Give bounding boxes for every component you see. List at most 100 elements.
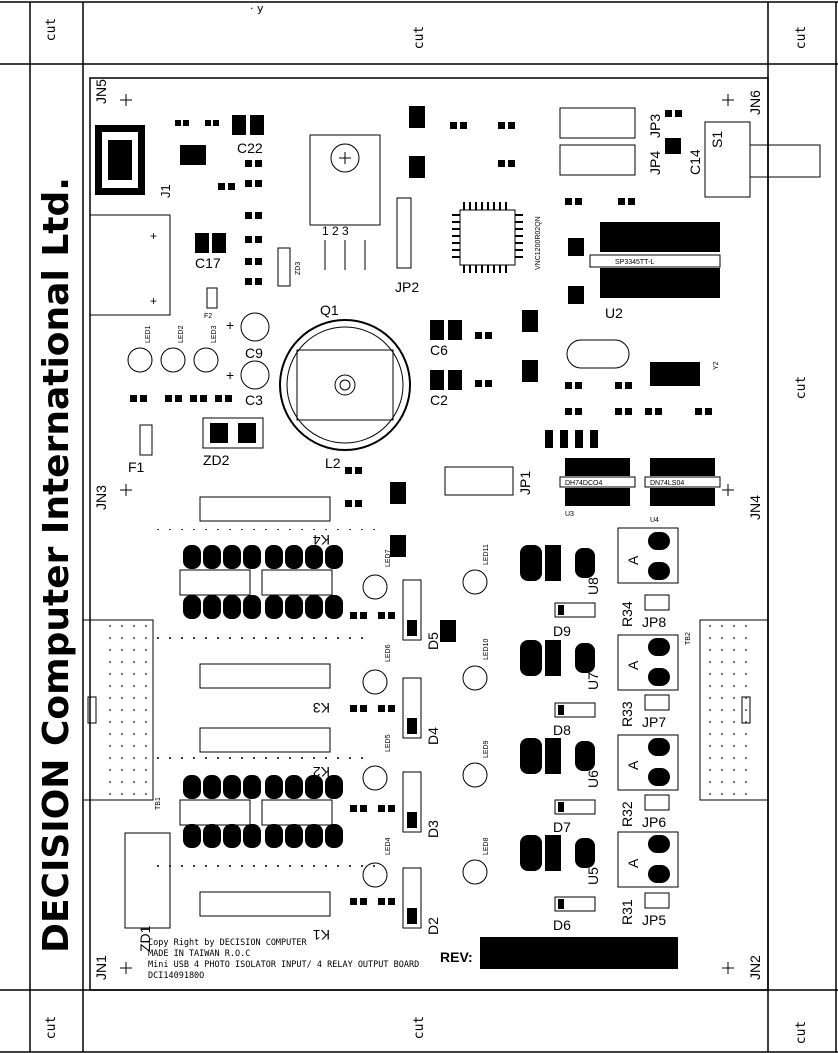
power-input-block [89,214,171,316]
label-s1: S1 [709,131,725,148]
label-a1: A [625,555,641,565]
label-jp4: JP4 [647,151,663,175]
label-led3: LED3 [211,325,218,343]
copyright-line-3: Mini USB 4 PHOTO ISOLATOR INPUT/ 4 RELAY… [148,960,419,970]
label-zd1: ZD1 [137,925,153,952]
label-j1: J1 [158,184,173,198]
relay-terminals [183,545,343,848]
label-l2: L2 [325,455,341,471]
label-r34: R34 [619,601,635,627]
label-k4: K4 [313,532,330,548]
label-u8: U8 [585,577,601,595]
label-a4: A [625,858,641,868]
label-c17: C17 [195,255,221,271]
small-pads [130,110,712,905]
label-u5: U5 [585,867,601,885]
label-u6: U6 [585,770,601,788]
company-banner: DECISION Computer International Ltd. [36,177,77,953]
label-c22: C22 [237,140,263,156]
label-r31: R31 [619,899,635,925]
top-fragment: · y [250,2,264,15]
rev-box [480,937,678,969]
label-a2: A [625,660,641,670]
label-c3: C3 [245,392,263,408]
label-led4: LED4 [385,837,392,855]
label-b1: B [651,551,667,560]
copyright-line-2: MADE IN TAIWAN R.O.C [148,949,250,959]
label-hc74u4: DN74LS04 [650,480,684,487]
chip-u2: SP3345TT-L U2 [589,222,721,321]
label-jn4: JN4 [747,495,763,520]
board-outline [89,77,769,991]
svg-text:+: + [150,229,157,243]
copyright-block: Copy Right by DECISION COMPUTER MADE IN … [148,938,419,981]
label-tb1: TB1 [155,797,162,810]
copyright-line-1: Copy Right by DECISION COMPUTER [148,938,308,948]
label-zd2: ZD2 [203,452,230,468]
label-jn2: JN2 [747,955,763,980]
label-sp3: SP3345TT-L [615,259,654,266]
label-c14: C14 [687,149,703,175]
label-jp1: JP1 [517,471,533,495]
jp-row [644,594,670,909]
svg-text:+: + [226,317,234,333]
label-c6: C6 [430,342,448,358]
chip-u3-u4 [565,458,715,506]
label-d7: D7 [553,819,571,835]
label-d3: D3 [425,820,441,838]
label-r33: R33 [619,701,635,727]
label-led11: LED11 [483,544,490,565]
label-jp8: JP8 [642,614,666,630]
label-d4: D4 [425,727,441,745]
mcu-chip: VNC1200R02QN [452,202,542,273]
label-d9: D9 [553,623,571,639]
label-led6: LED6 [385,644,392,662]
mount-marks [120,94,734,974]
label-d2: D2 [425,917,441,935]
relays [199,496,331,917]
label-jp3: JP3 [647,114,663,138]
company-banner-group: DECISION Computer International Ltd. [36,177,77,953]
label-jp5: JP5 [642,912,666,928]
svg-text:+: + [150,294,157,308]
label-jp6: JP6 [642,814,666,830]
diodes-vertical [402,579,422,929]
label-jp7: JP7 [642,714,666,730]
usb-connector-j1: J1 [95,125,173,198]
copyright-line-4: DCI1409180O [148,971,204,981]
label-zd3: ZD3 [295,262,302,275]
label-jn1: JN1 [93,955,109,980]
label-mcu: VNC1200R02QN [535,216,542,270]
label-u2: U2 [605,305,623,321]
svg-text:+: + [226,367,234,383]
label-jn6: JN6 [747,90,763,115]
label-led5: LED5 [385,734,392,752]
label-tb2: TB2 [685,632,692,645]
label-y2: Y2 [713,361,720,370]
label-led2: LED2 [178,325,185,343]
label-d6: D6 [553,917,571,933]
diodes-horizontal [554,602,596,912]
label-r32: R32 [619,801,635,827]
label-c9: C9 [245,345,263,361]
led-row-top [127,347,219,373]
rev-label: REV: [440,949,473,965]
label-led8: LED8 [483,837,490,855]
label-u7: U7 [585,672,601,690]
led-row-mid [362,569,488,888]
input-terminals [617,527,679,888]
label-led10: LED10 [483,638,490,660]
inductor-l2: L2 Q1 [279,302,411,471]
label-k3: K3 [313,700,330,716]
label-reg-pins: 1 2 3 [322,224,349,238]
label-u3: U3 [565,511,574,518]
label-f1: F1 [128,459,145,475]
label-f2: F2 [204,313,212,320]
label-q1: Q1 [320,302,339,318]
label-led7: LED7 [385,549,392,567]
label-d5: D5 [425,632,441,650]
label-c2: C2 [430,392,448,408]
label-led9: LED9 [483,740,490,758]
label-jp2: JP2 [395,279,419,295]
